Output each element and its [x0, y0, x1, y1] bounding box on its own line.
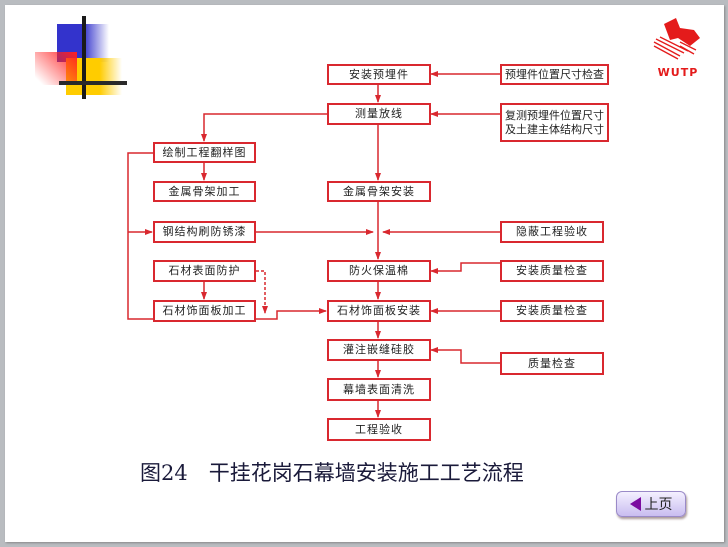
wutp-logo: WUTP: [650, 18, 706, 80]
prev-page-label: 上页: [644, 497, 673, 513]
step-drawing: 绘制工程翻样图: [153, 142, 256, 163]
step-antirust-paint: 钢结构刷防锈漆: [153, 221, 256, 243]
decoration-vertical-bar: [82, 16, 86, 99]
logo-text: WUTP: [657, 66, 699, 79]
check-concealed-works: 隐蔽工程验收: [500, 221, 604, 243]
step-acceptance: 工程验收: [327, 418, 431, 441]
step-metal-frame-processing: 金属骨架加工: [153, 181, 256, 202]
figure-caption: 图24 干挂花岗石幕墙安装施工工艺流程: [140, 461, 524, 485]
step-stone-surface-protection: 石材表面防护: [153, 260, 256, 282]
step-metal-frame-install: 金属骨架安装: [327, 181, 431, 202]
step-sealant-injection: 灌注嵌缝硅胶: [327, 339, 431, 361]
check-embedded-position: 预埋件位置尺寸检查: [500, 64, 609, 85]
check-recheck-dimensions: 复测预埋件位置尺寸 及土建主体结构尺寸: [500, 103, 609, 142]
step-survey-layout: 测量放线: [327, 103, 431, 125]
step-fireproof-insulation: 防火保温棉: [327, 260, 431, 282]
step-stone-panel-install: 石材饰面板安装: [327, 300, 431, 322]
left-arrow-icon: [629, 497, 641, 511]
step-install-embedded-parts: 安装预埋件: [327, 64, 431, 85]
prev-page-button[interactable]: 上页: [616, 491, 686, 517]
step-surface-cleaning: 幕墙表面清洗: [327, 378, 431, 401]
check-quality: 质量检查: [500, 352, 604, 375]
step-stone-panel-processing: 石材饰面板加工: [153, 300, 256, 322]
decoration-red-square: [35, 52, 77, 85]
decoration-horizontal-bar: [59, 81, 127, 85]
check-install-quality-2: 安装质量检查: [500, 300, 604, 322]
logo-mark-icon: [653, 18, 700, 60]
check-install-quality-1: 安装质量检查: [500, 260, 604, 282]
